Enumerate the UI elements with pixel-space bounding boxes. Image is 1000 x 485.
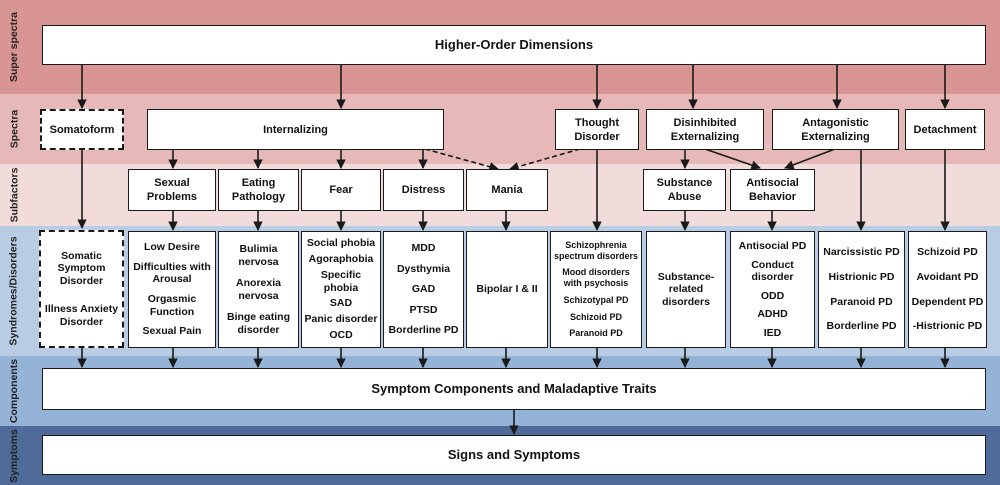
disorder-item: Social phobia <box>306 237 376 250</box>
disorder-item: Histrionic PD <box>828 270 895 283</box>
higher-order-dimensions-box: Higher-Order Dimensions <box>42 25 986 65</box>
disorder-item: Conduct disorder <box>751 258 794 284</box>
disorder-item: Avoidant PD <box>916 270 979 283</box>
disorder-item: Narcissistic PD <box>823 246 900 259</box>
disorder-item: Schizophrenia spectrum disorders <box>553 239 639 261</box>
disorders-substance: Substance-related disorders <box>646 231 726 348</box>
disorder-item: Schizoid PD <box>569 311 622 322</box>
disorder-item: Schizotypal PD <box>563 294 629 305</box>
disorders-sexual: Low Desire Difficulties with Arousal Org… <box>128 231 216 348</box>
subfactor-distress: Distress <box>383 169 464 211</box>
symptom-components-box: Symptom Components and Maladaptive Trait… <box>42 368 986 410</box>
subfactor-fear: Fear <box>301 169 381 211</box>
disorder-item: MDD <box>411 242 436 255</box>
disorder-item: Somatic Symptom Disorder <box>57 249 106 287</box>
disorder-item: Sexual Pain <box>142 325 202 338</box>
disorders-thought: Schizophrenia spectrum disorders Mood di… <box>550 231 642 348</box>
disorder-item: Binge eating disorder <box>226 311 290 336</box>
disorder-item: -Histrionic PD <box>912 320 983 333</box>
spectrum-disinhibited-externalizing: Disinhibited Externalizing <box>646 109 764 150</box>
disorder-item: Panic disorder <box>304 313 378 326</box>
spectrum-antagonistic-externalizing: Antagonistic Externalizing <box>772 109 899 150</box>
disorder-item: Mood disorders with psychosis <box>562 267 630 289</box>
disorder-item: Dependent PD <box>911 295 984 308</box>
disorders-somatic: Somatic Symptom Disorder Illness Anxiety… <box>39 230 124 348</box>
disorder-item: PTSD <box>409 303 438 316</box>
spectrum-detachment: Detachment <box>905 109 985 150</box>
disorder-item: Bulimia nervosa <box>238 243 279 268</box>
subfactor-antisocial-behavior: Antisocial Behavior <box>730 169 815 211</box>
disorder-item: Orgasmic Function <box>147 293 197 318</box>
disorder-item: Antisocial PD <box>738 240 807 252</box>
disorders-mania: Bipolar I & II <box>466 231 548 348</box>
subfactor-substance-abuse: Substance Abuse <box>643 169 726 211</box>
disorder-item: Specific phobia <box>320 269 362 294</box>
disorders-antagonistic: Narcissistic PD Histrionic PD Paranoid P… <box>818 231 905 348</box>
disorder-item: IED <box>763 326 782 339</box>
disorders-eating: Bulimia nervosa Anorexia nervosa Binge e… <box>218 231 299 348</box>
disorder-item: Dysthymia <box>396 262 451 275</box>
disorder-item: Paranoid PD <box>830 295 893 308</box>
disorder-item: SAD <box>329 297 353 310</box>
disorder-item: OCD <box>329 329 353 342</box>
disorders-detachment: Schizoid PD Avoidant PD Dependent PD -Hi… <box>908 231 987 348</box>
spectrum-somatoform: Somatoform <box>40 109 124 150</box>
disorder-item: ADHD <box>757 308 788 320</box>
disorder-item: Paranoid PD <box>569 328 623 339</box>
disorder-item: Anorexia nervosa <box>236 277 281 302</box>
disorder-item: Difficulties with Arousal <box>133 260 211 286</box>
disorder-item: Agoraphobia <box>308 253 374 266</box>
disorder-item: Substance-related disorders <box>657 270 715 308</box>
disorders-distress: MDD Dysthymia GAD PTSD Borderline PD <box>383 231 464 348</box>
disorder-item: Schizoid PD <box>917 246 978 259</box>
disorder-item: Illness Anxiety Disorder <box>44 303 119 328</box>
disorders-fear: Social phobia Agoraphobia Specific phobi… <box>301 231 381 348</box>
subfactor-eating-pathology: Eating Pathology <box>218 169 299 211</box>
subfactor-mania: Mania <box>466 169 548 211</box>
disorder-item: ODD <box>760 289 785 302</box>
subfactor-sexual-problems: Sexual Problems <box>128 169 216 211</box>
signs-and-symptoms-box: Signs and Symptoms <box>42 435 986 475</box>
disorder-item: Borderline PD <box>826 320 897 333</box>
disorder-item: GAD <box>411 283 436 296</box>
spectrum-thought-disorder: Thought Disorder <box>555 109 639 150</box>
disorder-item: Low Desire <box>143 241 201 254</box>
disorder-item: Borderline PD <box>388 324 459 337</box>
disorder-item: Bipolar I & II <box>476 283 538 296</box>
disorders-antisocial: Antisocial PD Conduct disorder ODD ADHD … <box>730 231 815 348</box>
spectrum-internalizing: Internalizing <box>147 109 444 150</box>
